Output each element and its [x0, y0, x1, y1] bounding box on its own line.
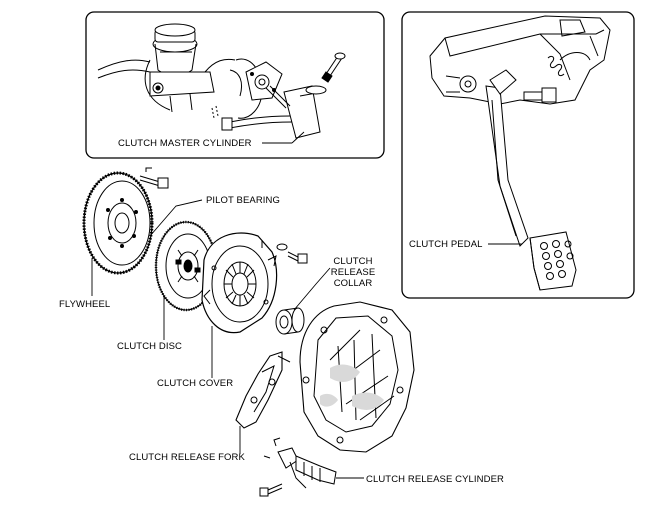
flywheel-drawing — [82, 171, 154, 275]
release-fork-drawing — [235, 351, 291, 429]
release-collar-label-line1: CLUTCH — [333, 256, 373, 267]
flywheel-bolt — [139, 167, 169, 189]
master-cylinder-drawing — [97, 23, 346, 139]
clutch-pedal-drawing — [429, 15, 611, 291]
pilot-bearing-leader — [149, 199, 203, 237]
transmission-housing-drawing — [299, 301, 415, 453]
release-cylinder-label: CLUTCH RELEASE CYLINDER — [366, 474, 504, 485]
release-fork-label: CLUTCH RELEASE FORK — [129, 452, 245, 463]
clutch-cover-label: CLUTCH COVER — [157, 378, 234, 389]
clutch-cover-drawing — [201, 232, 278, 334]
release-collar-leader — [293, 267, 331, 311]
clutch-disc-drawing — [154, 220, 218, 312]
master-cylinder-inset-box — [85, 11, 385, 159]
clutch-disc-label: CLUTCH DISC — [117, 341, 182, 352]
clutch-pedal-label: CLUTCH PEDAL — [409, 239, 483, 250]
release-collar-label-line3: COLLAR — [333, 278, 373, 289]
master-cylinder-label: CLUTCH MASTER CYLINDER — [118, 138, 252, 149]
release-collar-label-line2: RELEASE — [330, 267, 376, 278]
flywheel-label: FLYWHEEL — [59, 299, 111, 310]
release-cylinder-drawing — [259, 437, 337, 497]
cover-bolt — [261, 240, 308, 264]
clutch-pedal-inset-box — [401, 11, 635, 299]
release-collar-drawing — [275, 307, 305, 335]
pilot-bearing-label: PILOT BEARING — [206, 195, 280, 206]
